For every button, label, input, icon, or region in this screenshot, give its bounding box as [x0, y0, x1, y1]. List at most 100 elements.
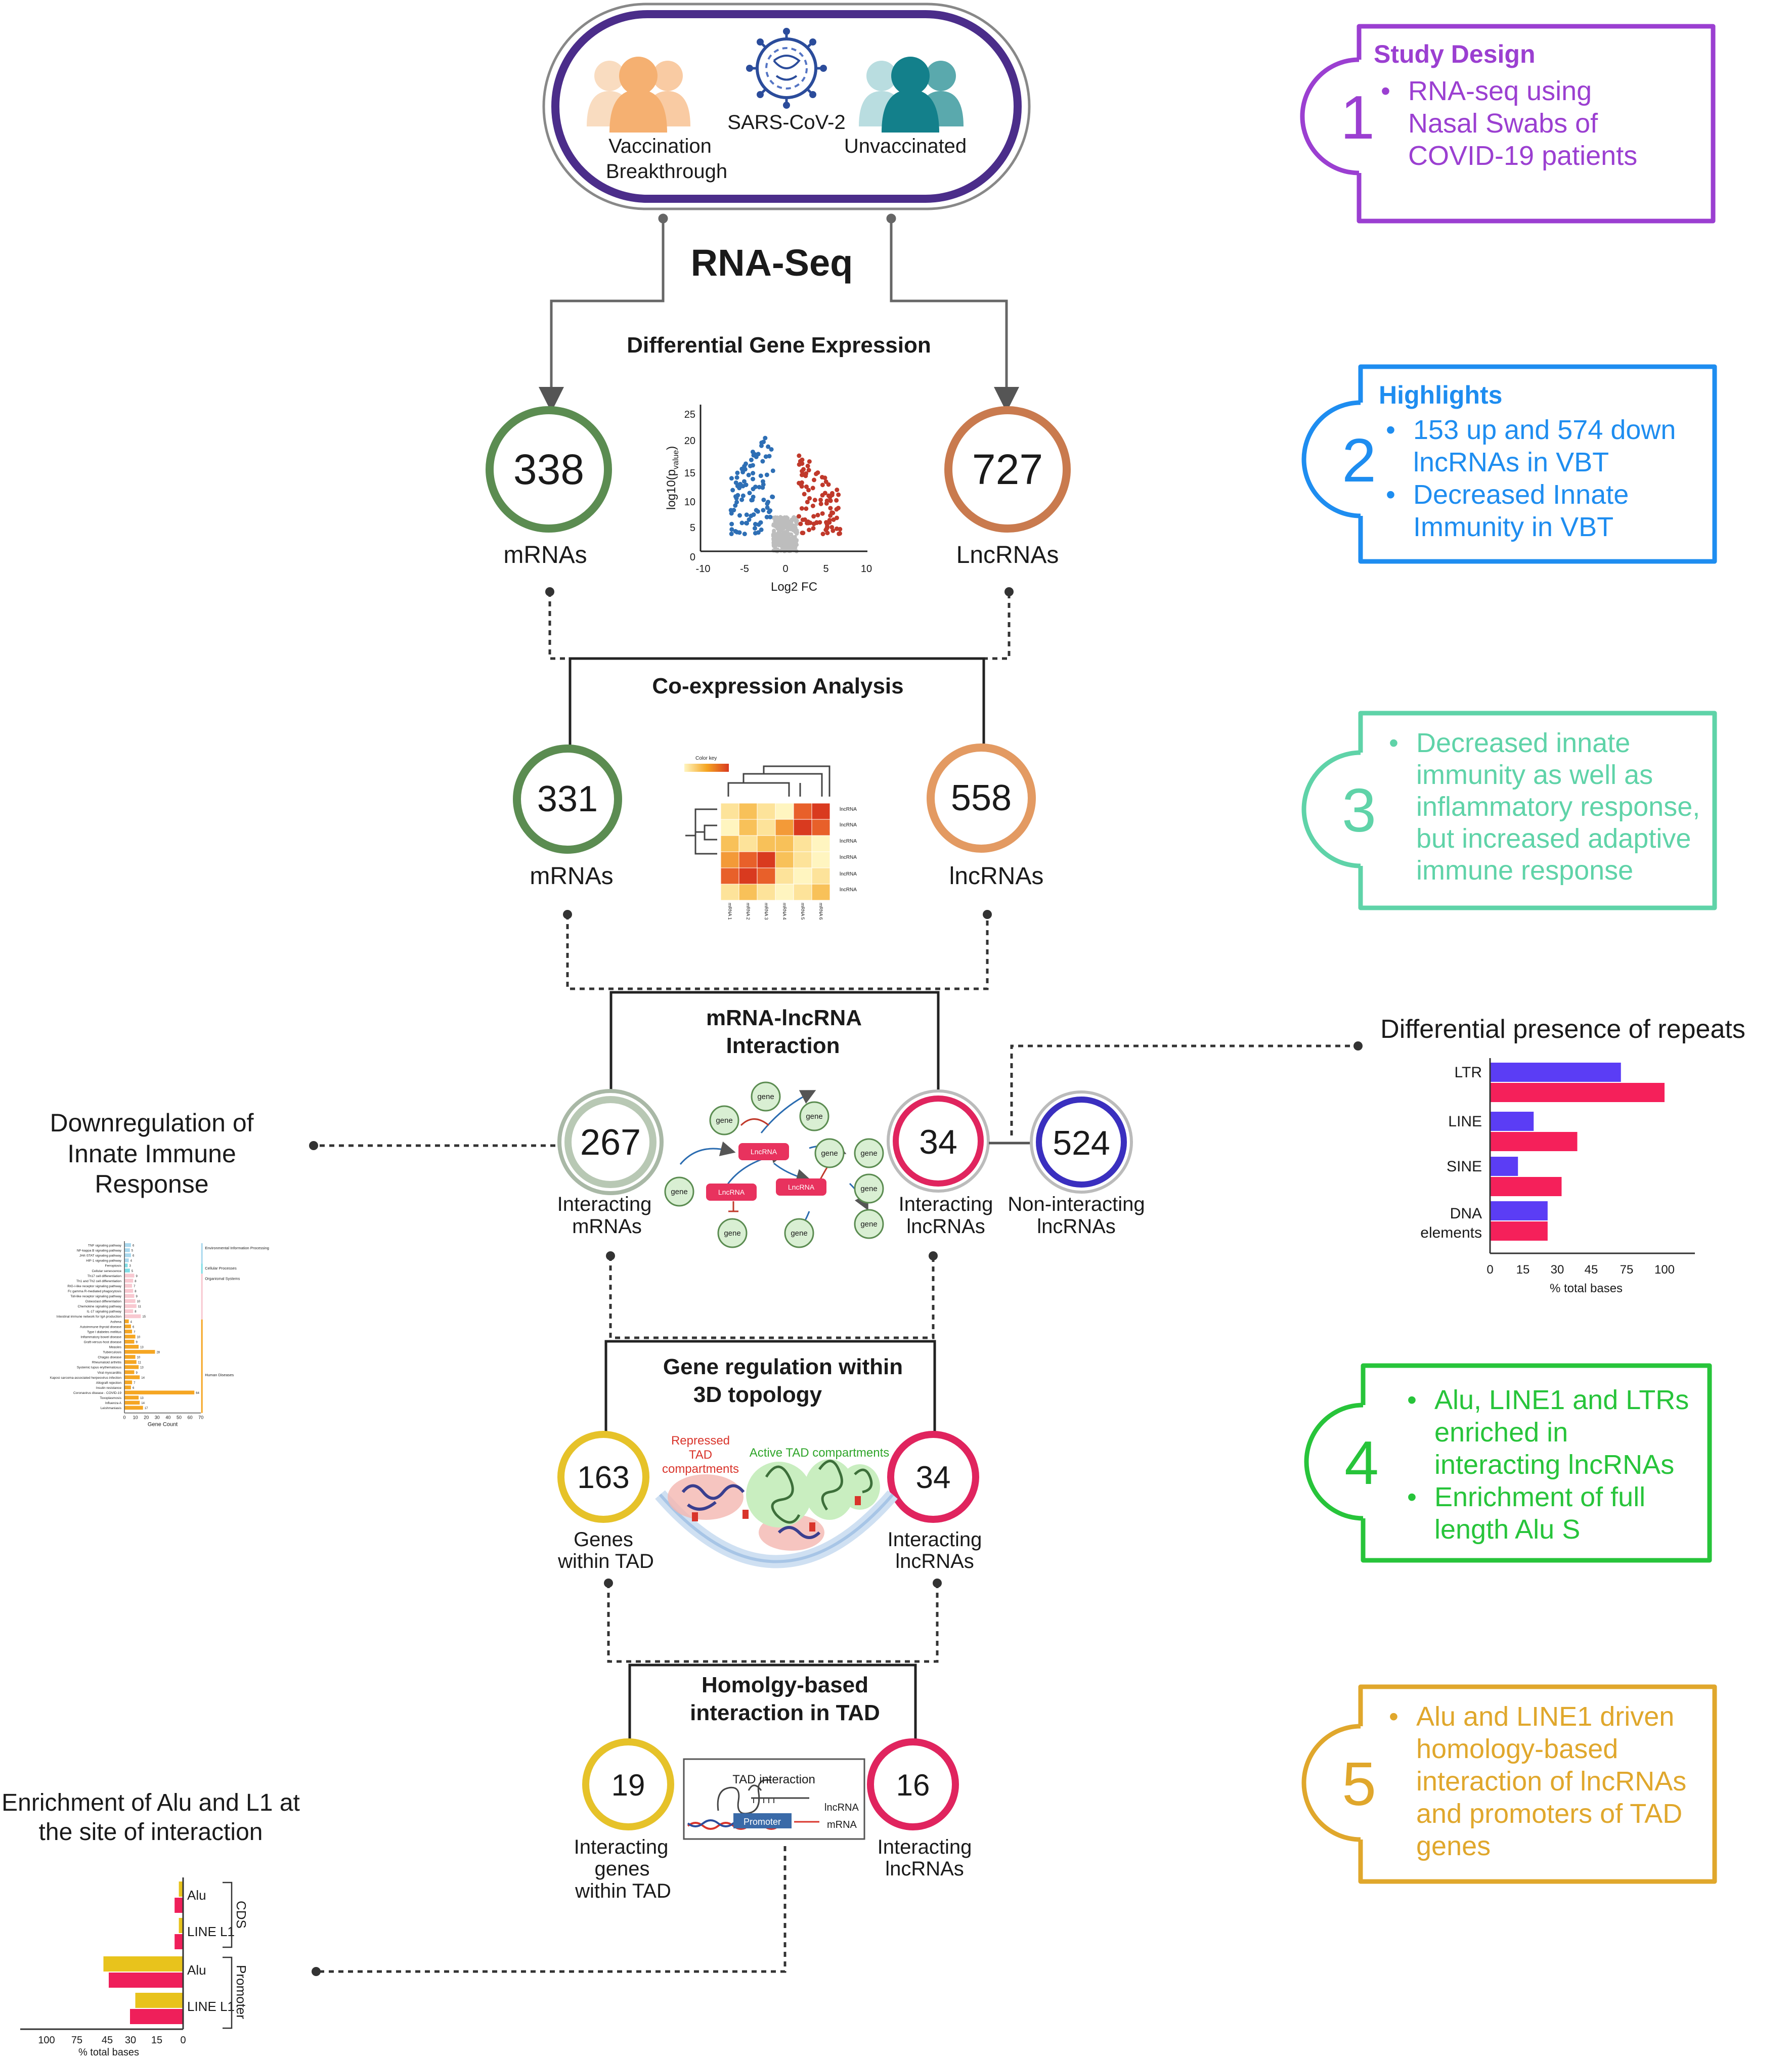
downreg-category-label: Toll-like receptor signaling pathway	[70, 1295, 122, 1298]
volcano-point	[739, 497, 745, 502]
downreg-xtick: 70	[198, 1415, 203, 1420]
heatmap-col-label: mRNA 1	[727, 903, 732, 920]
heatmap-cell	[775, 803, 794, 820]
homology-bracket	[628, 1664, 917, 1750]
volcano-point	[761, 508, 766, 513]
side-box-2-line-4: Immunity in VBT	[1413, 512, 1614, 542]
coexp-heatmap: Color key lncRNA lncRNA lncRNA lncRNA ln…	[684, 756, 857, 920]
heatmap-cell	[738, 819, 758, 836]
volcano-point	[812, 498, 817, 503]
volcano-point	[820, 511, 825, 516]
heatmap-cell	[757, 835, 776, 852]
side-box-4-line-1: Alu, LINE1 and LTRs	[1434, 1385, 1689, 1415]
volcano-point	[764, 514, 769, 519]
volcano-point	[784, 521, 789, 526]
side-box-2-line-2: lncRNAs in VBT	[1413, 447, 1609, 477]
side-box-5-line-3: interaction of lncRNAs	[1416, 1766, 1687, 1797]
downreg-value-label: 9	[136, 1341, 138, 1344]
enrichment-group-bracket	[223, 1881, 233, 1948]
side-box-5-line-5: genes	[1416, 1831, 1491, 1861]
connector-dot	[933, 1579, 942, 1588]
repeats-title: Differential presence of repeats	[1380, 1015, 1745, 1044]
volcano-point	[768, 514, 773, 519]
side-box-3-line-5: immune response	[1416, 855, 1634, 886]
volcano-point	[729, 527, 734, 532]
side-box-5-line-2: homology-based	[1416, 1734, 1619, 1764]
volcano-point	[814, 520, 819, 525]
interaction-lnc-count: 34	[919, 1123, 957, 1161]
downreg-bar	[124, 1400, 140, 1405]
coexp-lnc-label: lncRNAs	[949, 863, 1044, 890]
volcano-ytick: 15	[684, 468, 695, 479]
interaction-non-count: 524	[1053, 1124, 1110, 1162]
downreg-bar	[124, 1253, 131, 1257]
repeats-xtick: 100	[1654, 1263, 1675, 1277]
heatmap-cell	[793, 803, 812, 820]
downreg-xtick: 10	[133, 1415, 138, 1420]
downreg-category-label: Cellular senescence	[92, 1270, 121, 1273]
side-box-4-line-2: enriched in	[1434, 1417, 1568, 1448]
enrichment-bar	[179, 1918, 183, 1933]
volcano-point	[790, 542, 794, 546]
schematic-mrna: mRNA	[827, 1819, 857, 1830]
connector-dot	[983, 910, 992, 919]
volcano-point	[824, 501, 829, 506]
downreg-xlabel: Gene Count	[148, 1422, 178, 1428]
downreg-value-label: 28	[156, 1351, 160, 1354]
enrichment-category-label: Alu	[187, 1888, 206, 1903]
volcano-point	[735, 470, 740, 475]
heatmap-cell	[757, 884, 776, 901]
volcano-point	[797, 514, 802, 519]
downreg-category-label: Insulin resistance	[96, 1386, 122, 1390]
vaccinated-people-icon	[587, 57, 690, 133]
downreg-bar	[124, 1406, 143, 1410]
volcano-point	[770, 495, 775, 500]
connector-dot	[929, 1251, 938, 1260]
repeats-category-label: elements	[1420, 1224, 1482, 1241]
enrichment-group-bracket	[223, 1956, 233, 2029]
network-gene-label: gene	[860, 1149, 877, 1158]
volcano-point	[827, 495, 833, 500]
downreg-bar	[124, 1395, 139, 1399]
side-box-number-ring	[1300, 57, 1360, 176]
tad-genes-label-1: Genes	[574, 1528, 633, 1551]
downreg-bar	[124, 1304, 137, 1308]
downreg-category-label: RIG-I-like receptor signaling pathway	[67, 1285, 121, 1288]
downreg-value-label: 9	[136, 1295, 138, 1298]
volcano-point	[789, 519, 794, 524]
downreg-value-label: 10	[137, 1356, 141, 1360]
volcano-point	[760, 459, 765, 464]
volcano-ytick: 0	[690, 552, 695, 563]
volcano-point	[751, 476, 756, 482]
downreg-category-label: Toxoplasmosis	[100, 1396, 121, 1400]
volcano-point	[795, 521, 799, 526]
enrichment-bar	[174, 1934, 183, 1949]
side-box-2-line-1: 153 up and 574 down	[1413, 415, 1676, 445]
volcano-point	[734, 475, 739, 480]
homology-lnc-circle	[867, 1738, 959, 1830]
volcano-point	[791, 537, 795, 542]
volcano-point	[805, 500, 810, 505]
downreg-category-label: Th17 cell differentiation	[88, 1275, 121, 1278]
interaction-mrna-label-2: mRNAs	[572, 1215, 642, 1238]
volcano-point	[758, 520, 763, 525]
connector-dot	[312, 1967, 321, 1976]
downreg-value-label: 9	[136, 1275, 138, 1278]
heatmap-cell	[757, 867, 776, 885]
repeats-bar	[1490, 1083, 1665, 1102]
downreg-value-label: 64	[196, 1392, 199, 1395]
volcano-ylabel: log10(pvalue)	[665, 446, 680, 510]
side-box-number: 1	[1340, 83, 1375, 152]
coexp-lnc-circle	[927, 743, 1036, 853]
volcano-point	[753, 485, 758, 490]
volcano-point	[733, 503, 738, 508]
downreg-bar	[124, 1284, 133, 1288]
dge-title: Differential Gene Expression	[627, 333, 931, 358]
heatmap-cell	[720, 835, 739, 852]
volcano-point	[739, 466, 745, 471]
schematic-promoter: Promoter	[744, 1817, 781, 1827]
tad-bracket	[604, 1340, 936, 1442]
